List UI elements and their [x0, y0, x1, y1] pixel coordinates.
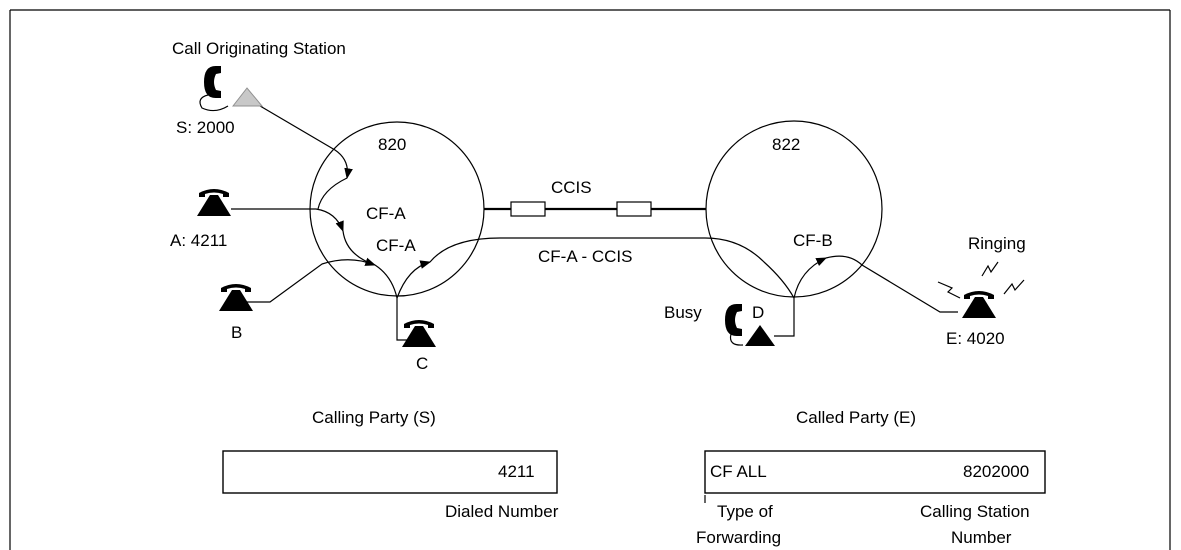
triangle-terminal-icon	[231, 87, 264, 107]
station-b-label: B	[231, 323, 242, 342]
calling-party-label: Calling Party (S)	[312, 408, 436, 427]
called-party-display	[704, 450, 1046, 494]
calling-station-caption-1: Calling Station	[920, 502, 1030, 521]
forwarding-type-caption-1: Type of	[717, 502, 773, 521]
cf-a-label-1: CF-A	[366, 204, 406, 223]
outer-frame	[9, 9, 1171, 550]
cf-a-ccis-route	[429, 237, 795, 299]
handset-icon	[204, 65, 221, 99]
dialed-number-value: 4211	[498, 462, 535, 481]
forwarding-type-caption-2: Forwarding	[696, 528, 781, 547]
dialed-number-caption: Dialed Number	[445, 502, 559, 521]
line-d-to-822	[774, 298, 795, 337]
line-a-to-820	[231, 208, 344, 233]
station-c-label: C	[416, 354, 428, 373]
handset-cord	[729, 333, 744, 346]
ccis-label: CCIS	[551, 178, 592, 197]
station-d-label: D	[752, 303, 764, 322]
handset-icon	[725, 303, 742, 337]
route-b-to-c	[374, 264, 398, 299]
exchange-820-label: 820	[378, 135, 406, 154]
busy-label: Busy	[664, 303, 702, 322]
cf-b-label: CF-B	[793, 231, 833, 250]
exchange-822-label: 822	[772, 135, 800, 154]
line-b-to-820	[232, 259, 376, 303]
station-a-label: A: 4211	[170, 231, 227, 250]
ringing-label: Ringing	[968, 234, 1026, 253]
line-822-to-e	[825, 255, 958, 313]
ringing-indicator	[937, 261, 1025, 299]
station-d	[725, 303, 775, 346]
line-s-to-820	[254, 102, 353, 180]
station-s-label: S: 2000	[176, 118, 235, 137]
station-s	[199, 65, 264, 112]
handset-cord	[199, 94, 229, 112]
calling-party-display	[222, 450, 558, 494]
cf-a-route-to-c	[396, 260, 432, 299]
ccis-resistor-2	[616, 201, 652, 217]
desk-phone-icon	[197, 189, 231, 216]
cf-b-route	[793, 257, 827, 299]
desk-phone-icon	[402, 320, 436, 347]
desk-phone-icon	[962, 291, 996, 318]
originating-station-title: Call Originating Station	[172, 39, 346, 58]
station-e-label: E: 4020	[946, 329, 1005, 348]
forwarding-type-value: CF ALL	[710, 462, 767, 481]
calling-station-caption-2: Number	[951, 528, 1012, 547]
called-party-label: Called Party (E)	[796, 408, 916, 427]
cf-a-ccis-label: CF-A - CCIS	[538, 247, 632, 266]
cf-a-label-2: CF-A	[376, 236, 416, 255]
ccis-resistor-1	[510, 201, 546, 217]
desk-phone-icon	[219, 284, 253, 311]
route-s-to-a	[317, 177, 348, 210]
calling-station-number-value: 8202000	[963, 462, 1029, 481]
triangle-terminal-icon	[745, 325, 775, 346]
ccis-trunk	[484, 201, 706, 217]
